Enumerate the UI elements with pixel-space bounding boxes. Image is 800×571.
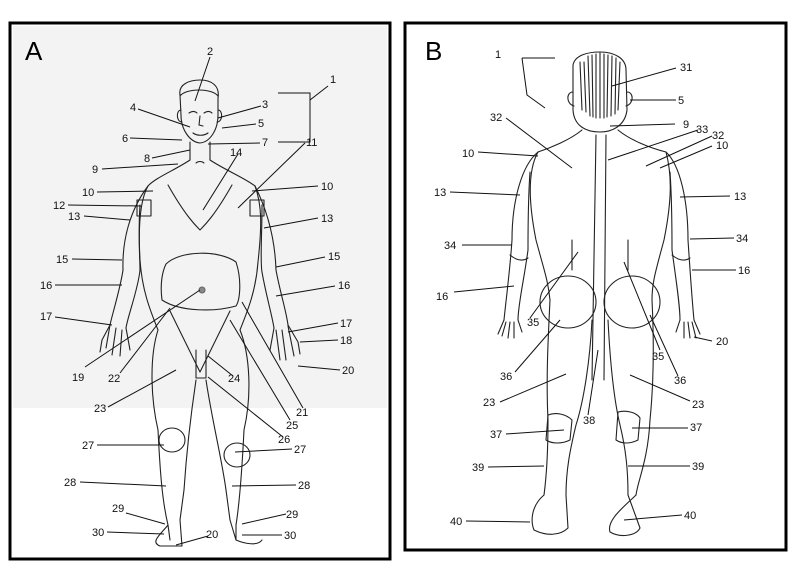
label-a26: 26 [278,434,290,446]
label-a30l: 30 [92,527,104,539]
label-b34r: 34 [736,233,748,245]
label-a2: 2 [207,46,213,58]
label-a28r: 28 [298,480,310,492]
label-b40r: 40 [684,510,696,522]
label-a28l: 28 [64,477,76,489]
label-a15r: 15 [328,251,340,263]
label-b35r: 35 [652,351,664,363]
label-a11: 11 [306,137,317,149]
label-a20b: 20 [206,529,218,541]
panel-a: A [8,21,392,561]
label-a25: 25 [286,420,298,432]
label-b40l: 40 [450,516,462,528]
label-b38: 38 [583,415,595,427]
label-b16l: 16 [436,291,448,303]
label-a19: 19 [72,372,84,384]
label-b10r: 10 [716,140,728,152]
label-b32l: 32 [490,112,502,124]
label-a27r: 27 [294,444,306,456]
label-b37l: 37 [490,429,502,441]
label-b20: 20 [716,336,728,348]
panel-a-labels: 1 2 3 4 5 6 7 8 9 10 10 11 12 13 13 14 1… [40,46,354,542]
label-a21: 21 [296,407,308,419]
label-b36l: 36 [500,371,512,383]
panel-b-labels: 1 31 5 32 9 33 32 10 10 13 13 34 34 16 1… [434,49,750,528]
panel-a-leaders [54,56,341,546]
label-b10l: 10 [462,148,474,160]
label-a4: 4 [130,102,136,114]
panel-b-leaders [449,57,736,523]
back-figure [497,51,701,537]
label-b39r: 39 [692,461,704,473]
label-a13l: 13 [68,211,80,223]
label-a1: 1 [330,74,336,86]
label-a10l: 10 [82,187,94,199]
label-b13r: 13 [734,191,746,203]
label-a9: 9 [92,164,98,176]
label-a27l: 27 [82,440,94,452]
label-a5: 5 [258,118,264,130]
label-a22: 22 [108,373,120,385]
label-b1: 1 [495,49,501,61]
label-b34l: 34 [444,240,456,252]
label-a15l: 15 [56,254,68,266]
label-a29r: 29 [286,509,298,521]
label-a16r: 16 [338,280,350,292]
label-b23r: 23 [692,399,704,411]
label-b23l: 23 [483,397,495,409]
label-a20a: 20 [342,365,354,377]
label-a8: 8 [144,153,150,165]
label-b36r: 36 [674,375,686,387]
label-a17l: 17 [40,311,52,323]
label-a12: 12 [53,200,65,212]
label-a23: 23 [94,403,106,415]
label-a16l: 16 [40,280,52,292]
panel-b: B [403,21,788,552]
label-b32r: 32 [712,130,724,142]
label-a29l: 29 [112,503,124,515]
label-b33: 33 [696,124,708,136]
label-a14: 14 [230,147,242,159]
label-b16r: 16 [738,265,750,277]
panel-b-letter: B [425,36,442,66]
front-figure [99,79,301,547]
label-b31: 31 [680,62,692,74]
label-b37r: 37 [690,422,702,434]
label-b39l: 39 [472,462,484,474]
label-a6: 6 [122,133,128,145]
label-a10r: 10 [321,181,333,193]
label-a30r: 30 [284,530,296,542]
label-b35l: 35 [527,317,539,329]
label-a7: 7 [262,137,268,149]
label-a3: 3 [262,99,268,111]
label-a18: 18 [340,335,352,347]
label-b9: 9 [683,119,689,131]
label-a17r: 17 [340,318,352,330]
label-b13l: 13 [434,187,446,199]
label-a24: 24 [228,373,240,385]
label-b5: 5 [678,95,684,107]
panel-a-letter: A [25,36,43,66]
label-a13r: 13 [321,213,333,225]
